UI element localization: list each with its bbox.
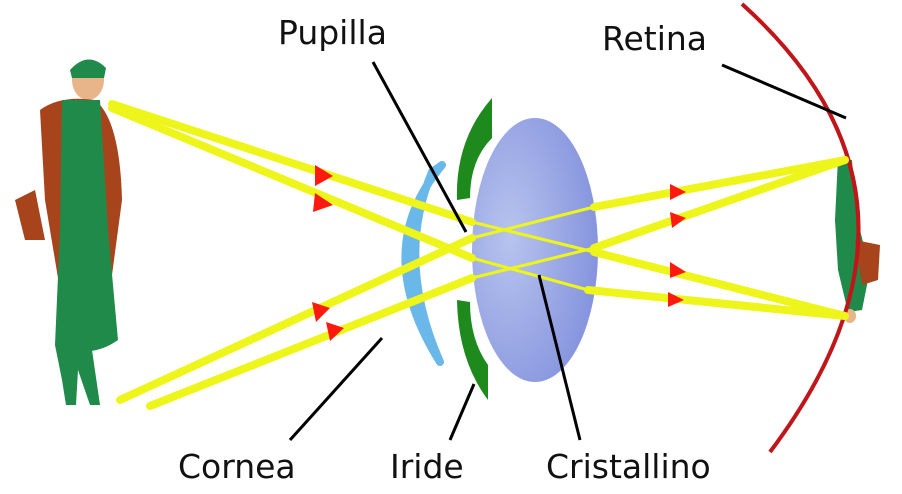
light-rays (108, 100, 849, 410)
arrow-marker (670, 184, 686, 200)
object-woman-figure (15, 59, 122, 405)
retina-pointer (721, 63, 847, 120)
iris-top (456, 98, 492, 200)
arrow-marker (670, 262, 686, 278)
ray (116, 234, 476, 404)
arrow-marker (315, 165, 333, 186)
pupil-pointer (371, 61, 468, 233)
ray-arrows (312, 165, 686, 341)
cornea-pointer (288, 336, 384, 442)
iris-bottom (457, 300, 488, 400)
ray (108, 104, 476, 262)
cornea-shape (401, 161, 446, 366)
ray (590, 156, 849, 211)
arrow-marker (670, 212, 686, 228)
iris-pointer (448, 383, 476, 441)
arrow-marker (313, 193, 333, 212)
arrow-marker (312, 302, 330, 322)
label-cornea: Cornea (178, 447, 296, 486)
label-pupilla: Pupilla (278, 13, 387, 52)
ray (146, 274, 476, 410)
lens-ellipse (472, 118, 598, 382)
arrow-marker (326, 322, 344, 341)
arrow-marker (668, 292, 684, 307)
lens-pointer (537, 274, 582, 441)
label-iride: Iride (390, 447, 464, 486)
retina-arc (740, 2, 861, 454)
light-rays-in-lens (471, 205, 595, 292)
ray (584, 286, 849, 320)
label-cristallino: Cristallino (546, 447, 711, 486)
ray (108, 100, 476, 226)
label-retina: Retina (602, 19, 707, 58)
ray (590, 156, 849, 252)
ray (590, 248, 849, 320)
